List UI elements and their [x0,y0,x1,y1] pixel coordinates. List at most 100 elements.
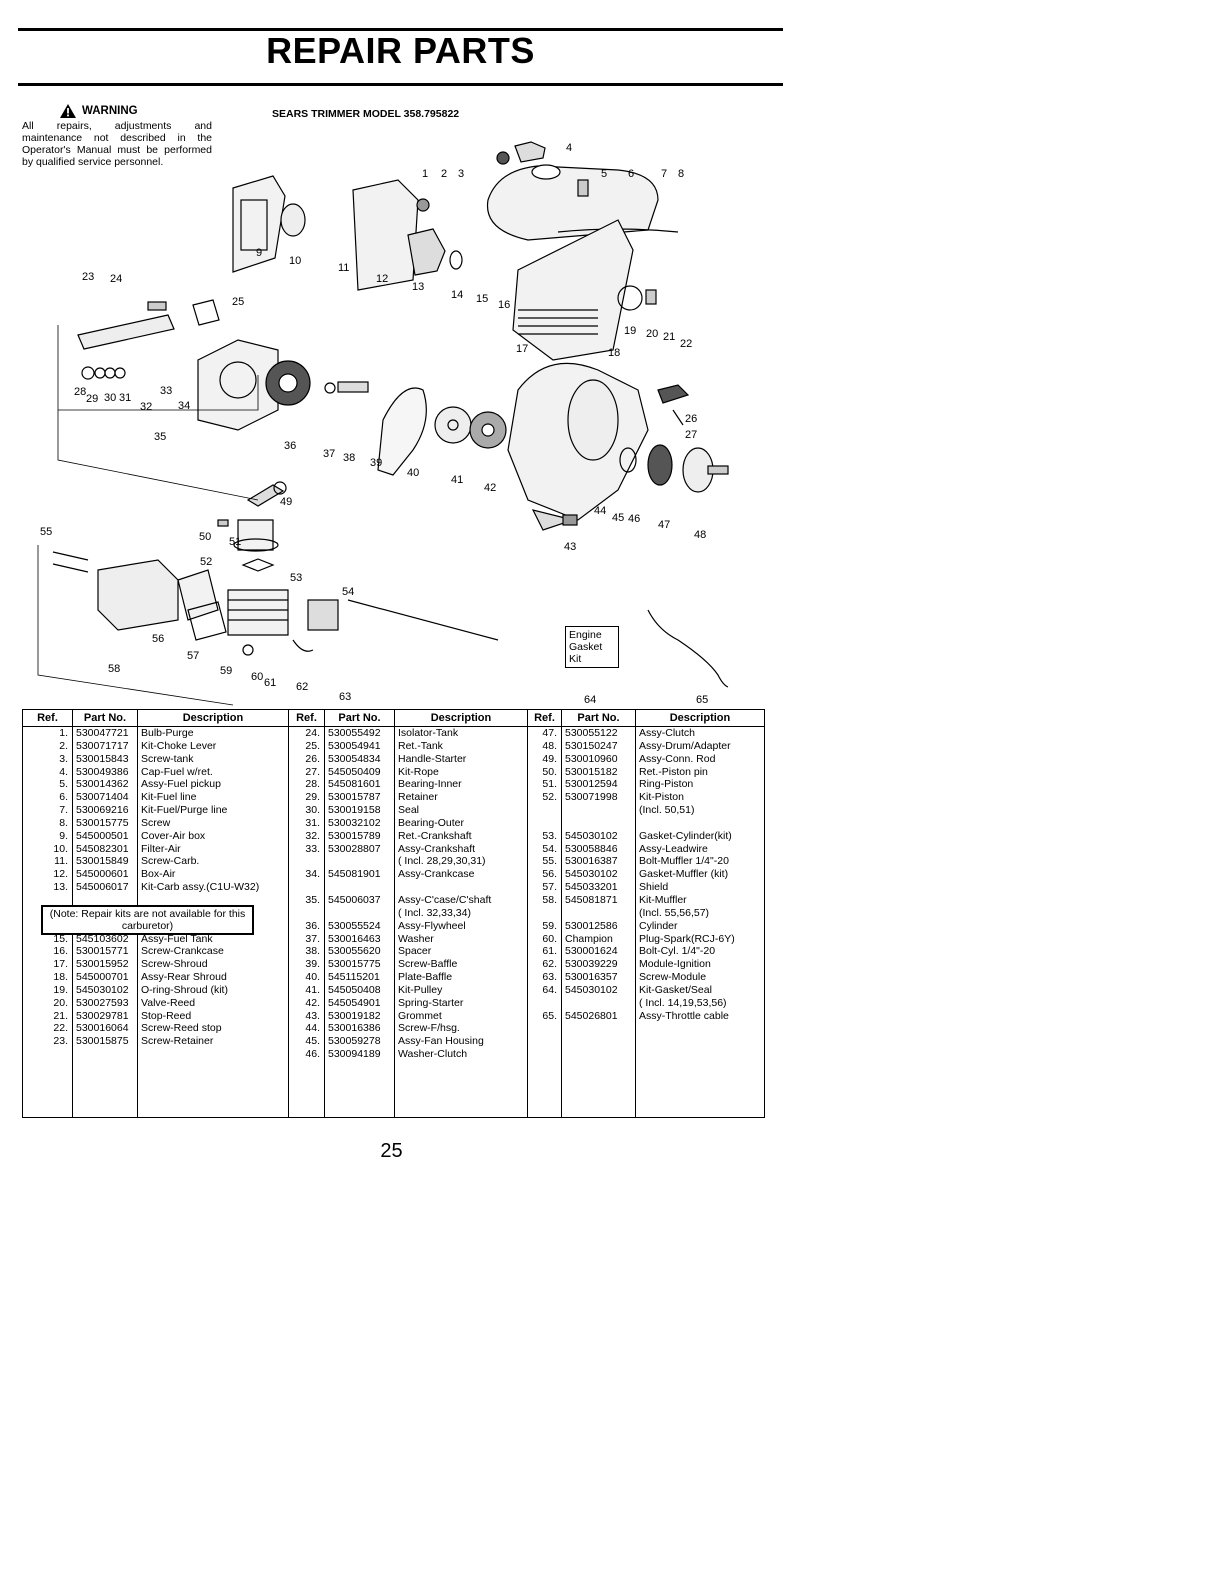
table-cell-line: 33. [305,842,320,855]
table-cell-line: Screw-Retainer [141,1035,214,1048]
table-cell-line: Plate-Baffle [398,971,453,984]
warning-triangle-icon [60,104,76,118]
table-cell-line: 56. [542,868,557,881]
callout-label: 65 [696,694,708,706]
table-cell-line [398,881,524,894]
table-cell-line: 12. [53,868,68,881]
table-cell-line: 530015775 [76,816,129,829]
table-cell-line: 15. [53,932,68,945]
table-cell-line: Spacer [398,945,432,958]
table-cell-line: 530069216 [76,804,129,817]
table-cell-line: 26. [305,752,320,765]
header-description: Description [635,709,765,727]
table-cell-line: 39. [305,958,320,971]
callout-label: 13 [412,281,424,293]
table-cell-line: 9. [59,829,68,842]
table-cell-line: 545006037 [328,893,381,906]
table-cell-line [328,907,391,920]
table-cell-line: 52. [542,791,557,804]
header-part-no: Part No. [561,709,636,727]
table-cell-line: 530016357 [565,971,618,984]
callout-label: 39 [370,457,382,469]
table-cell-line: Kit-Piston [639,791,684,804]
table-cell-line: 530001624 [565,945,618,958]
table-cell-line: Isolator-Tank [398,727,459,739]
table-cell-line: 6. [59,791,68,804]
table-cell-line: 545030102 [76,983,129,996]
table-cell-line: Valve-Reed [141,996,196,1009]
table-cell-line: Bearing-Outer [398,816,464,829]
table-cell-line: Kit-Gasket/Seal [639,983,712,996]
callout-label: 6 [628,168,634,180]
callout-label: 12 [376,273,388,285]
callout-label: 28 [74,386,86,398]
callout-label: 29 [86,393,98,405]
callout-label: 51 [229,536,241,548]
table-cell-line: 530071717 [76,739,129,752]
table-cell-line: 530014362 [76,778,129,791]
table-cell-line [531,997,557,1010]
table-cell-line: Bolt-Cyl. 1/4"-20 [639,945,716,958]
table-cell-line: Assy-Drum/Adapter [639,739,731,752]
callout-label: 57 [187,650,199,662]
callout-label: 43 [564,541,576,553]
model-label: SEARS TRIMMER MODEL 358.795822 [272,108,460,120]
table-cell-line: 65. [542,1009,557,1022]
table-cell-line: 530094189 [328,1048,381,1061]
callout-label: 49 [280,496,292,508]
table-cell-line: Champion [565,932,613,945]
table-cell-line: Assy-Clutch [639,727,696,739]
warning-text: All repairs, adjustments and maintenance… [22,120,212,168]
table-cell-line: Bulb-Purge [141,727,194,739]
table-cell-line: 29. [305,791,320,804]
table-cell-line: 41. [305,983,320,996]
callout-label: 27 [685,429,697,441]
table-cell-line: 530019158 [328,804,381,817]
table-cell-line: 13. [53,881,68,894]
table-cell-line: 63. [542,971,557,984]
table-cell-line: Grommet [398,1009,442,1022]
table-cell-line: Assy-Fuel Tank [141,932,213,945]
table-cell-line: Cylinder [639,919,678,932]
header-ref: Ref. [527,709,562,727]
callout-label: 63 [339,691,351,703]
table-cell-line: 530015875 [76,1035,129,1048]
table-cell-line [639,817,761,830]
table-cell-line: Assy-Conn. Rod [639,752,716,765]
kit-box-line: Gasket [569,641,603,653]
table-cell-line: Assy-Crankcase [398,868,475,881]
table-cell-line: 545000701 [76,971,129,984]
table-cell-line: 545081601 [328,778,381,791]
table-cell-line: 49. [542,752,557,765]
header-description: Description [394,709,528,727]
callout-label: 26 [685,413,697,425]
table-cell-line: 53. [542,829,557,842]
table-cell-line: Retainer [398,791,438,804]
table-cell-line: 32. [305,829,320,842]
callout-label: 19 [624,325,636,337]
callout-label: 50 [199,531,211,543]
table-cell-line: 545000601 [76,868,129,881]
table-cell-line: Screw-Carb. [141,855,200,868]
table-cell-line: Assy-Crankshaft [398,842,476,855]
table-cell-line: 530059278 [328,1035,381,1048]
table-cell-line: 10. [53,842,68,855]
table-cell-line: 22. [53,1022,68,1035]
table-cell-line: 545000501 [76,829,129,842]
callout-label: 48 [694,529,706,541]
callout-label: 37 [323,448,335,460]
callout-label: 40 [407,467,419,479]
table-cell-line: 530015182 [565,765,618,778]
header-ref: Ref. [22,709,73,727]
callout-label: 35 [154,431,166,443]
table-cell-line: Assy-Leadwire [639,842,708,855]
table-cell-line: Filter-Air [141,842,181,855]
callout-label: 5 [601,168,607,180]
table-cell-line: Ret.-Piston pin [639,765,708,778]
table-cell-line: Kit-Pulley [398,983,443,996]
callout-label: 4 [566,142,572,154]
callout-label: 55 [40,526,52,538]
table-header-row: Ref. Part No. Description Ref. Part No. … [22,709,765,727]
